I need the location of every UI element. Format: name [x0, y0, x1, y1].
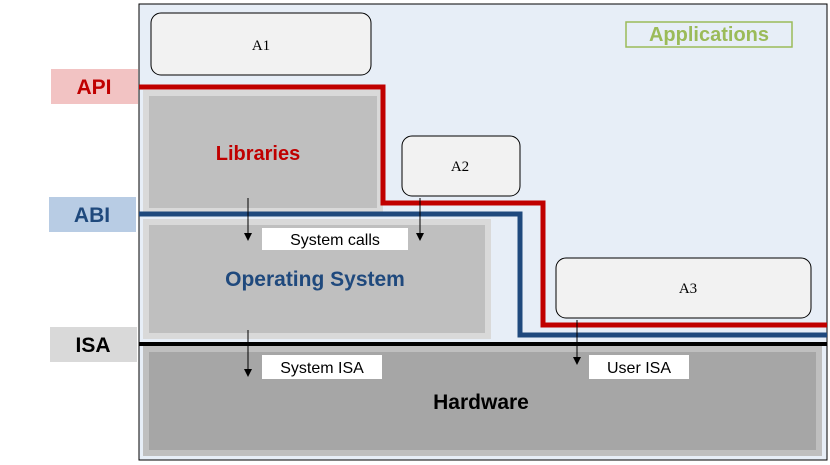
api-label: API: [76, 76, 111, 99]
api-label-box: [51, 69, 138, 104]
abi-label: ABI: [74, 204, 110, 227]
abi-interface-line: [139, 211, 827, 338]
application-a2-label: A2: [451, 159, 469, 175]
abi-label-box: [49, 197, 136, 232]
applications-label-box: [625, 21, 793, 48]
hardware-label: Hardware: [433, 391, 529, 414]
user-isa-box: [589, 355, 689, 379]
user-isa-label: User ISA: [607, 360, 671, 377]
system-calls-label: System calls: [290, 232, 380, 249]
application-a1: [150, 12, 372, 76]
hardware-layer: [149, 352, 816, 450]
system-calls-box: [262, 228, 408, 250]
isa-label: ISA: [75, 334, 110, 357]
operating-system-label: Operating System: [225, 268, 405, 291]
application-a3-label: A3: [679, 281, 697, 297]
system-isa-box: [262, 355, 382, 379]
system-isa-label: System ISA: [280, 360, 364, 377]
libraries-layer: [149, 96, 377, 208]
libraries-label: Libraries: [216, 143, 300, 165]
application-a2: [401, 135, 521, 197]
api-interface-line: [139, 84, 827, 328]
application-a3: [555, 257, 812, 319]
isa-label-box: [50, 327, 137, 362]
applications-label: Applications: [649, 24, 769, 46]
application-a1-label: A1: [252, 38, 270, 54]
